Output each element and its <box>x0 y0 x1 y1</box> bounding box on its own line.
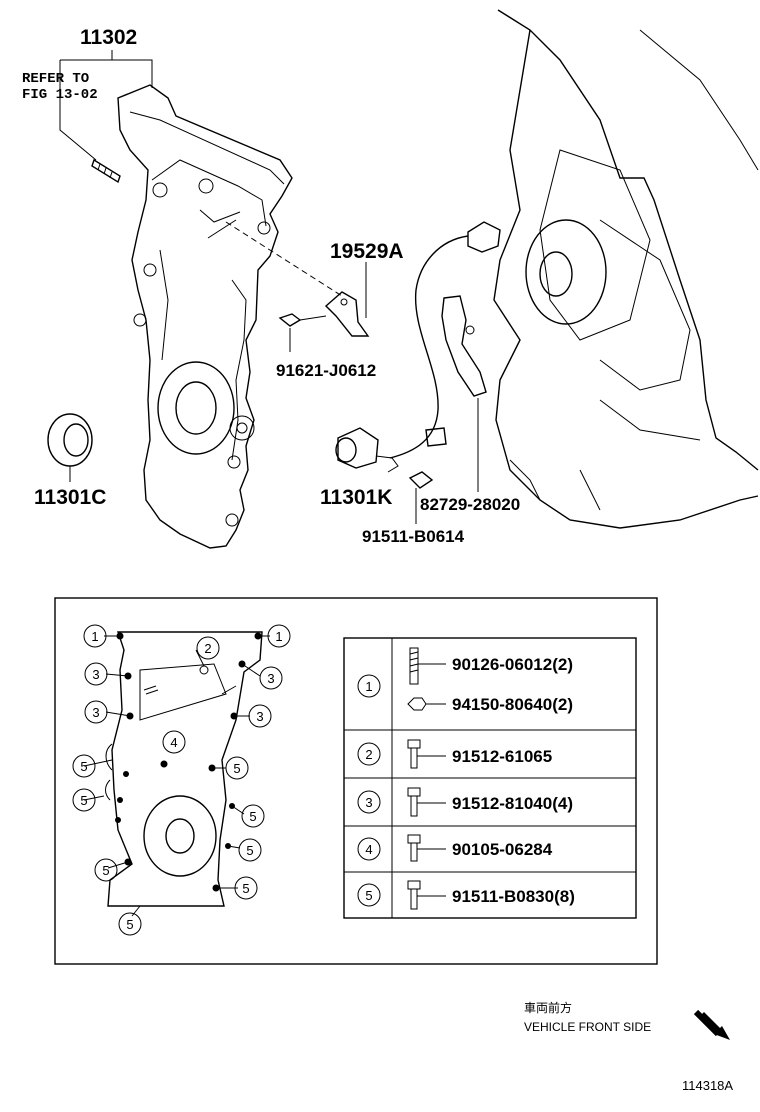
table-part-91512-61065: 91512-61065 <box>452 747 552 766</box>
timing-cover-illustration <box>91 84 293 549</box>
callout-5g: 5 <box>234 876 258 900</box>
svg-text:1: 1 <box>275 629 282 644</box>
table-part-91512-81040: 91512-81040(4) <box>452 794 573 813</box>
oil-seal-illustration <box>47 413 93 482</box>
callout-5a: 5 <box>72 754 96 778</box>
table-part-90105-06284: 90105-06284 <box>452 840 553 859</box>
svg-text:5: 5 <box>126 917 133 932</box>
part-82729-28020-label: 82729-28020 <box>420 495 520 514</box>
bracket-illustration <box>225 221 370 352</box>
svg-text:5: 5 <box>233 761 240 776</box>
bolt-layout-illustration <box>83 631 270 917</box>
refer-to-line1: REFER TO <box>22 71 89 87</box>
part-11301K-label: 11301K <box>320 486 392 509</box>
direction-label-jp: 車両前方 <box>524 1000 572 1015</box>
callout-5c: 5 <box>72 788 96 812</box>
callout-5e: 5 <box>238 838 262 862</box>
table-key-1: 1 <box>357 674 381 698</box>
svg-text:2: 2 <box>204 641 211 656</box>
callout-3c: 3 <box>84 700 108 724</box>
svg-text:3: 3 <box>365 795 372 810</box>
svg-text:1: 1 <box>365 679 372 694</box>
svg-text:1: 1 <box>91 629 98 644</box>
fastener-detail-frame <box>54 597 658 965</box>
callout-4: 4 <box>162 730 186 754</box>
svg-text:5: 5 <box>242 881 249 896</box>
stud-icon <box>409 647 446 685</box>
part-91511-B0614-label: 91511-B0614 <box>362 527 465 546</box>
bolt-icon-4 <box>407 834 446 862</box>
svg-text:5: 5 <box>80 793 87 808</box>
svg-text:2: 2 <box>365 747 372 762</box>
bolt-icon-5 <box>407 880 446 910</box>
callout-1-right: 1 <box>267 624 291 648</box>
callout-3a: 3 <box>84 662 108 686</box>
callout-5b: 5 <box>225 756 249 780</box>
svg-text:5: 5 <box>246 843 253 858</box>
figure-id: 114318A <box>682 1078 733 1093</box>
svg-text:5: 5 <box>365 888 372 903</box>
table-part-90126-06012: 90126-06012(2) <box>452 655 573 674</box>
callout-5h: 5 <box>118 912 142 936</box>
callout-5d: 5 <box>241 804 265 828</box>
part-91621-J0612-label: 91621-J0612 <box>276 361 376 380</box>
crank-sensor-illustration <box>335 221 501 524</box>
bolt-icon-3 <box>407 787 446 817</box>
bolt-icon-2 <box>407 739 446 769</box>
refer-to-line2: FIG 13-02 <box>22 87 98 103</box>
svg-text:5: 5 <box>102 863 109 878</box>
callout-5f: 5 <box>94 858 118 882</box>
svg-text:3: 3 <box>256 709 263 724</box>
part-11301C-label: 11301C <box>34 486 106 509</box>
engine-block-illustration <box>493 9 759 529</box>
svg-text:3: 3 <box>267 671 274 686</box>
callout-3d: 3 <box>248 704 272 728</box>
table-key-3: 3 <box>357 790 381 814</box>
part-11302-label: 11302 <box>80 26 137 49</box>
callouts-layout: 1 1 2 3 3 3 3 4 5 5 5 5 5 5 5 5 <box>72 624 291 936</box>
table-key-5: 5 <box>357 883 381 907</box>
svg-text:3: 3 <box>92 667 99 682</box>
table-part-91511-B0830: 91511-B0830(8) <box>452 887 575 906</box>
callout-2: 2 <box>196 636 220 660</box>
svg-text:4: 4 <box>170 735 177 750</box>
table-key-2: 2 <box>357 742 381 766</box>
nut-icon <box>407 697 446 711</box>
direction-label-en: VEHICLE FRONT SIDE <box>524 1020 651 1034</box>
svg-text:4: 4 <box>365 842 372 857</box>
svg-text:3: 3 <box>92 705 99 720</box>
table-part-94150-80640: 94150-80640(2) <box>452 695 573 714</box>
callout-1-left: 1 <box>83 624 107 648</box>
fastener-table: 1 2 3 4 5 <box>343 637 637 919</box>
svg-text:5: 5 <box>80 759 87 774</box>
callout-3b: 3 <box>259 666 283 690</box>
direction-arrow-icon <box>693 1009 730 1040</box>
table-key-4: 4 <box>357 837 381 861</box>
part-19529A-label: 19529A <box>330 240 404 263</box>
svg-text:5: 5 <box>249 809 256 824</box>
